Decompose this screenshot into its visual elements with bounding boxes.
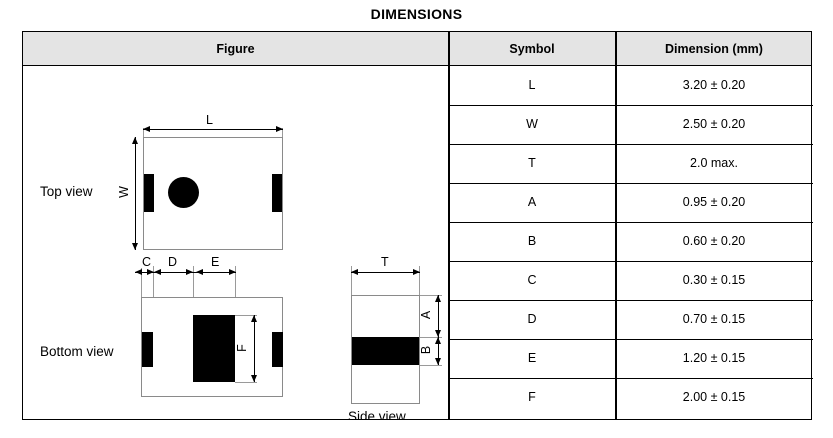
d-arrow-left-icon (154, 269, 161, 275)
table-cell-symbol: B (527, 234, 537, 248)
callout-L: L (205, 113, 214, 127)
callout-T: T (380, 255, 390, 269)
row-separator (448, 105, 813, 107)
top-view-label: Top view (40, 184, 93, 199)
d-arrow-right-icon (186, 269, 193, 275)
row-separator (448, 339, 813, 341)
side-view-terminal-band (352, 337, 419, 365)
t-extension-right (419, 266, 420, 295)
f-extension-top (235, 315, 257, 316)
c-arrow-right-icon (147, 269, 154, 275)
f-arrow-down-icon (251, 375, 257, 382)
cde-extension-3 (193, 266, 194, 316)
bottom-view-center-pad (193, 315, 235, 382)
row-separator (448, 183, 813, 185)
callout-C: C (141, 255, 153, 269)
table-cell-dimension: 2.0 max. (690, 156, 738, 170)
table-cell-symbol: W (526, 117, 538, 131)
table-cell-symbol: C (527, 273, 537, 287)
cde-extension-1 (141, 266, 142, 302)
f-arrow-up-icon (251, 315, 257, 322)
callout-E: E (210, 255, 221, 269)
bottom-view-terminal-right (272, 332, 283, 367)
row-separator (448, 378, 813, 380)
l-arrow-right-icon (276, 126, 283, 132)
bottom-view-label: Bottom view (40, 344, 114, 359)
callout-A: A (419, 310, 434, 320)
t-arrow-left-icon (351, 269, 358, 275)
row-separator (448, 222, 813, 224)
e-arrow-left-icon (196, 269, 203, 275)
table-cell-dimension: 1.20 ± 0.15 (682, 351, 746, 365)
figure-drawings: Top view L W Bottom view C D (23, 66, 448, 419)
b-dimension-line (438, 337, 439, 365)
top-view-body (143, 137, 283, 250)
a-arrow-up-icon (435, 295, 441, 302)
f-dimension-line (254, 315, 255, 382)
callout-W: W (116, 186, 131, 198)
page-title: DIMENSIONS (370, 6, 463, 22)
t-extension-left (351, 266, 352, 295)
side-view-label: Side view (348, 409, 406, 419)
dimensions-table: Figure Symbol Dimension (mm) L W T A B C… (22, 31, 813, 420)
a-extension-top (420, 295, 442, 296)
header-dimension: Dimension (mm) (665, 42, 763, 56)
header-figure: Figure (216, 42, 255, 56)
f-extension-bottom (235, 382, 257, 383)
a-dimension-line (438, 295, 439, 337)
a-arrow-down-icon (435, 330, 441, 337)
c-arrow-left-icon (135, 269, 142, 275)
table-cell-dimension: 0.95 ± 0.20 (682, 195, 746, 209)
l-arrow-left-icon (143, 126, 150, 132)
l-extension-right (282, 128, 283, 142)
table-cell-dimension: 0.70 ± 0.15 (682, 312, 746, 326)
table-cell-dimension: 2.00 ± 0.15 (682, 390, 746, 404)
column-divider-symbol-dimension (615, 32, 617, 419)
top-view-polarity-dot (168, 177, 199, 208)
row-separator (448, 300, 813, 302)
column-divider-figure-symbol (448, 32, 450, 419)
b-arrow-down-icon (435, 358, 441, 365)
b-extension-bottom (420, 365, 442, 366)
table-cell-symbol: D (527, 312, 537, 326)
l-extension-left (143, 128, 144, 142)
cde-dimension-line (135, 272, 236, 273)
b-arrow-up-icon (435, 337, 441, 344)
table-cell-symbol: E (527, 351, 537, 365)
table-cell-dimension: 3.20 ± 0.20 (682, 78, 746, 92)
cde-extension-2 (153, 266, 154, 316)
t-dimension-line (351, 272, 420, 273)
callout-B: B (419, 345, 434, 355)
w-arrow-down-icon (132, 243, 138, 250)
table-cell-dimension: 0.30 ± 0.15 (682, 273, 746, 287)
callout-F: F (234, 344, 249, 352)
cde-extension-4 (235, 266, 236, 316)
row-separator (448, 261, 813, 263)
callout-D: D (167, 255, 179, 269)
bottom-view-terminal-left (142, 332, 153, 367)
table-header-band (23, 32, 811, 66)
table-cell-symbol: T (528, 156, 536, 170)
e-arrow-right-icon (229, 269, 236, 275)
w-dimension-line (135, 137, 136, 250)
table-cell-dimension: 0.60 ± 0.20 (682, 234, 746, 248)
w-arrow-up-icon (132, 137, 138, 144)
table-cell-symbol: L (528, 78, 536, 92)
top-view-terminal-left (144, 174, 154, 212)
top-view-terminal-right (272, 174, 282, 212)
table-cell-dimension: 2.50 ± 0.20 (682, 117, 746, 131)
t-arrow-right-icon (413, 269, 420, 275)
l-dimension-line (143, 129, 283, 130)
ab-extension-mid (420, 337, 442, 338)
row-separator (448, 144, 813, 146)
table-cell-symbol: F (528, 390, 536, 404)
table-cell-symbol: A (527, 195, 537, 209)
header-symbol: Symbol (509, 42, 555, 56)
